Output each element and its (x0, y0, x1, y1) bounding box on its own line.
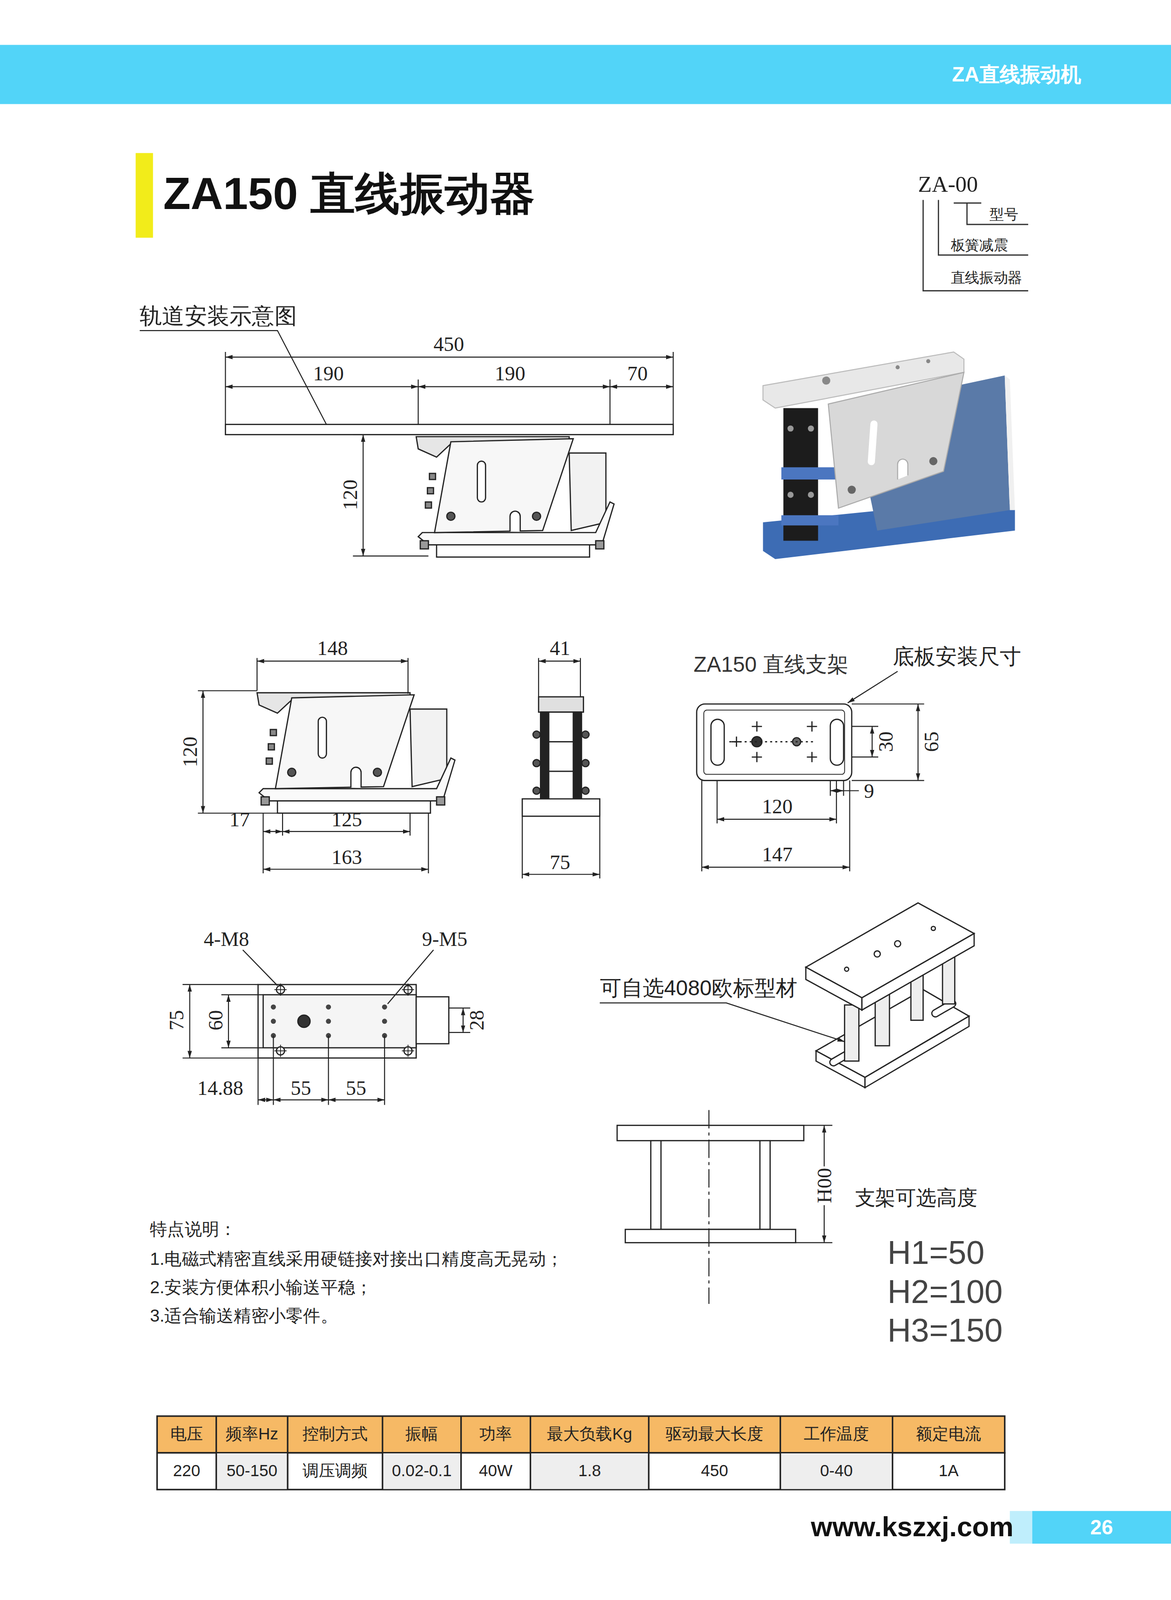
dimension-label: 120 (339, 479, 361, 511)
dimension-label: 450 (433, 333, 465, 355)
dimension-label: 30 (874, 731, 896, 752)
table-cell: 220 (173, 1462, 201, 1480)
table-cell: 40W (478, 1462, 513, 1480)
note-text: 直线振动器 (950, 270, 1023, 285)
dimension-label: 75 (166, 1009, 187, 1031)
note-text: 底板安装尺寸 (892, 645, 1022, 667)
dimension-label: 120 (761, 795, 793, 816)
table-cell: 振幅 (405, 1426, 438, 1443)
note-text: 轨道安装示意图 (139, 304, 297, 328)
note-text: ZA150 直线支架 (693, 653, 849, 675)
table-cell: 最大负载Kg (546, 1426, 633, 1443)
table-cell: 功率 (479, 1426, 512, 1443)
dimension-label: 125 (331, 808, 363, 830)
dimension-label: 148 (317, 637, 349, 659)
table-cell: 工作温度 (803, 1426, 869, 1443)
dimension-label: 147 (761, 843, 793, 864)
note-text: 3.适合输送精密小零件。 (149, 1307, 338, 1325)
note-text: 2.安装方便体积小输送平稳； (149, 1278, 373, 1296)
page-number-band: 26 (1032, 1510, 1171, 1544)
dimension-label: 190 (494, 363, 526, 384)
note-text: 支架可选高度 (854, 1187, 978, 1208)
dimension-label: 190 (313, 363, 344, 384)
dimension-label: 41 (549, 637, 571, 659)
dimension-label: 9-M5 (422, 928, 468, 949)
table-cell: 0.02-0.1 (391, 1462, 452, 1480)
table-cell: 调压调频 (302, 1462, 368, 1480)
note-text: 1.电磁式精密直线采用硬链接对接出口精度高无晃动； (149, 1250, 564, 1268)
band-text: ZA直线振动机 (952, 60, 1082, 88)
note-text: 可自选4080欧标型材 (599, 976, 798, 998)
dimension-label: 75 (549, 851, 571, 873)
dimension-label: 28 (466, 1009, 487, 1031)
table-cell: 电压 (170, 1426, 203, 1443)
table-cell: 450 (700, 1462, 729, 1480)
table-cell: 控制方式 (302, 1426, 368, 1443)
note-text: H1=50 (887, 1236, 985, 1269)
dimension-label: 60 (205, 1009, 226, 1031)
note-text: H2=100 (887, 1275, 1003, 1308)
table-cell: 频率Hz (225, 1426, 279, 1443)
table-cell: 驱动最大长度 (665, 1426, 764, 1443)
note-text: 板簧减震 (950, 237, 1009, 253)
dimension-label: 17 (229, 808, 250, 830)
table-cell: 50-150 (226, 1462, 278, 1480)
band-text: 26 (1090, 1515, 1114, 1539)
dimension-label: 163 (331, 846, 363, 868)
website-url: www.kszxj.com (810, 1513, 1014, 1541)
dimension-label: ZA-00 (917, 173, 978, 196)
dimension-label: 9 (863, 780, 875, 801)
dimension-label: 55 (345, 1076, 367, 1098)
dimension-label: 65 (921, 731, 942, 752)
dimension-label: 4-M8 (203, 928, 250, 949)
table-cell: 1.8 (578, 1462, 601, 1480)
dimension-label: 55 (290, 1076, 312, 1098)
dimension-label: 14.88 (197, 1076, 244, 1098)
header-band: ZA直线振动机 (0, 44, 1171, 104)
page-title: ZA150 直线振动器 (163, 169, 535, 219)
table-cell: 1A (938, 1462, 959, 1480)
dimension-label: H00 (813, 1165, 836, 1205)
table-cell: 额定电流 (915, 1426, 982, 1443)
dimension-label: 70 (627, 363, 648, 384)
dimension-label: 120 (179, 736, 201, 768)
note-text: 特点说明： (149, 1220, 237, 1238)
table-cell: 0-40 (820, 1462, 853, 1480)
note-text: 型号 (989, 207, 1018, 222)
note-text: H3=150 (887, 1313, 1003, 1347)
